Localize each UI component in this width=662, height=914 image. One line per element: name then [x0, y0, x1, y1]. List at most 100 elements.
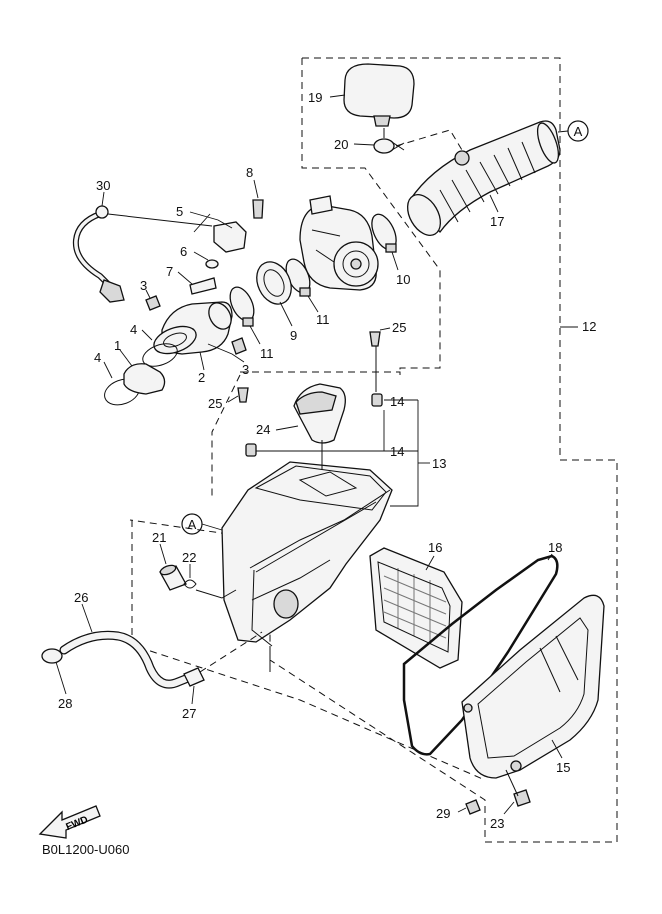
lead-28: [55, 661, 67, 695]
callout-26: 26: [74, 590, 88, 605]
ref-mark-A-top-circle: [567, 120, 589, 142]
lead-17: [489, 194, 499, 213]
part-27-connect: [199, 631, 263, 673]
lead-3-upper: [145, 289, 151, 299]
part-19-cap: [343, 63, 415, 119]
part-15-cover-boss: [510, 760, 522, 772]
lead-25-right: [379, 327, 391, 331]
callout-21: 21: [152, 530, 166, 545]
lead-23: [503, 801, 515, 815]
part-29-nut: [465, 799, 481, 815]
lead-15: [551, 739, 563, 759]
lead-11-upper: [307, 295, 319, 313]
part-22-clip: [183, 579, 197, 589]
callout-8: 8: [246, 165, 253, 180]
lead-A-top: [557, 130, 569, 133]
part-17-duct-mouth: [406, 194, 442, 236]
part-9-joint-inner: [263, 269, 285, 297]
callout-13: 13: [432, 456, 446, 471]
part-17-port: [454, 150, 470, 166]
lead-4-lower: [103, 361, 113, 379]
part-30-link: [107, 213, 213, 227]
lead-7: [177, 271, 193, 285]
ref-mark-A-top: A: [574, 124, 583, 139]
lead-5: [189, 211, 233, 229]
part-27-clamp: [183, 667, 205, 687]
part-26-hose-inner: [60, 632, 192, 688]
part-13-airbox-lid: [254, 465, 387, 511]
lead-2: [199, 351, 205, 371]
intake-subgroup-outline: [301, 58, 441, 372]
part-18-gasket: [402, 554, 559, 756]
part-17-duct-end: [536, 122, 560, 164]
part-11-clamp-upper-screw: [299, 287, 311, 297]
callout-14-lower: 14: [390, 444, 404, 459]
lead-1: [119, 349, 133, 367]
part-1-holder: [123, 363, 166, 395]
lead-16: [425, 555, 435, 571]
part-25-bolt-left: [237, 387, 249, 403]
ref-mark-A-lower: A: [188, 517, 197, 532]
lead-13: [390, 400, 419, 507]
part-13-airbox-window: [298, 471, 358, 497]
part-23-shaft: [505, 769, 519, 797]
part-8-screw: [252, 199, 264, 219]
lead-19: [329, 94, 346, 98]
fwd-arrow-icon: FWD: [38, 805, 101, 839]
callout-16: 16: [428, 540, 442, 555]
part-2-flange: [153, 325, 197, 355]
part-13-airbox: [221, 461, 393, 643]
part-21-connect: [195, 589, 237, 599]
part-20-connect: [395, 129, 463, 151]
lead-11-lower: [249, 325, 261, 345]
callout-4-lower: 4: [94, 350, 101, 365]
part-13-airbox-flange: [249, 489, 391, 601]
part-15-cover: [461, 594, 605, 779]
part-16-filter-mesh: [383, 568, 447, 644]
callout-3-lower: 3: [242, 362, 249, 377]
lead-30: [101, 191, 105, 207]
part-19-stem: [373, 115, 391, 127]
part-15-cover-rib: [539, 635, 579, 693]
lead-27: [191, 685, 195, 705]
callout-1: 1: [114, 338, 121, 353]
lead-26: [81, 603, 93, 633]
callout-18: 18: [548, 540, 562, 555]
part-4-oring-upper: [142, 343, 178, 367]
part-30-hose-inner: [74, 212, 110, 286]
lead-20: [353, 143, 375, 146]
callout-22: 22: [182, 550, 196, 565]
lead-4-upper: [141, 329, 153, 341]
part-13-airbox-seal: [251, 501, 377, 647]
part-3-bolt-lower: [231, 337, 247, 355]
lead-9: [279, 301, 293, 327]
lower-outline: [131, 520, 486, 781]
part-15-cover-inner: [477, 617, 589, 759]
part-3-bolt-upper: [145, 295, 161, 311]
callout-3-upper: 3: [140, 278, 147, 293]
callout-11-upper: 11: [316, 312, 330, 327]
part-15-cover-boss2: [463, 703, 473, 713]
callout-15: 15: [556, 760, 570, 775]
callout-29: 29: [436, 806, 450, 821]
callout-2: 2: [198, 370, 205, 385]
airbox-side-outline: [211, 374, 241, 498]
callout-labels: 19 20 17 30 8 5 6 7 10 3 11 9 4 1 11 4 3…: [58, 90, 596, 831]
callout-25-left: 25: [208, 396, 222, 411]
part-11-clamp-lower-screw: [242, 317, 254, 327]
callout-12: 12: [582, 319, 596, 334]
part-14-grommet-lower: [245, 443, 257, 457]
callout-9: 9: [290, 328, 297, 343]
lead-29: [457, 807, 467, 813]
lead-8: [253, 179, 259, 199]
lead-3-lower: [207, 343, 245, 363]
lead-21: [159, 543, 167, 565]
callout-25-right: 25: [392, 320, 406, 335]
callout-23: 23: [490, 816, 504, 831]
lead-5b: [193, 213, 211, 233]
callout-4-upper: 4: [130, 322, 137, 337]
airbox-group-outline: [240, 371, 401, 375]
part-16-filter: [369, 547, 463, 669]
lead-25-left: [227, 395, 239, 403]
